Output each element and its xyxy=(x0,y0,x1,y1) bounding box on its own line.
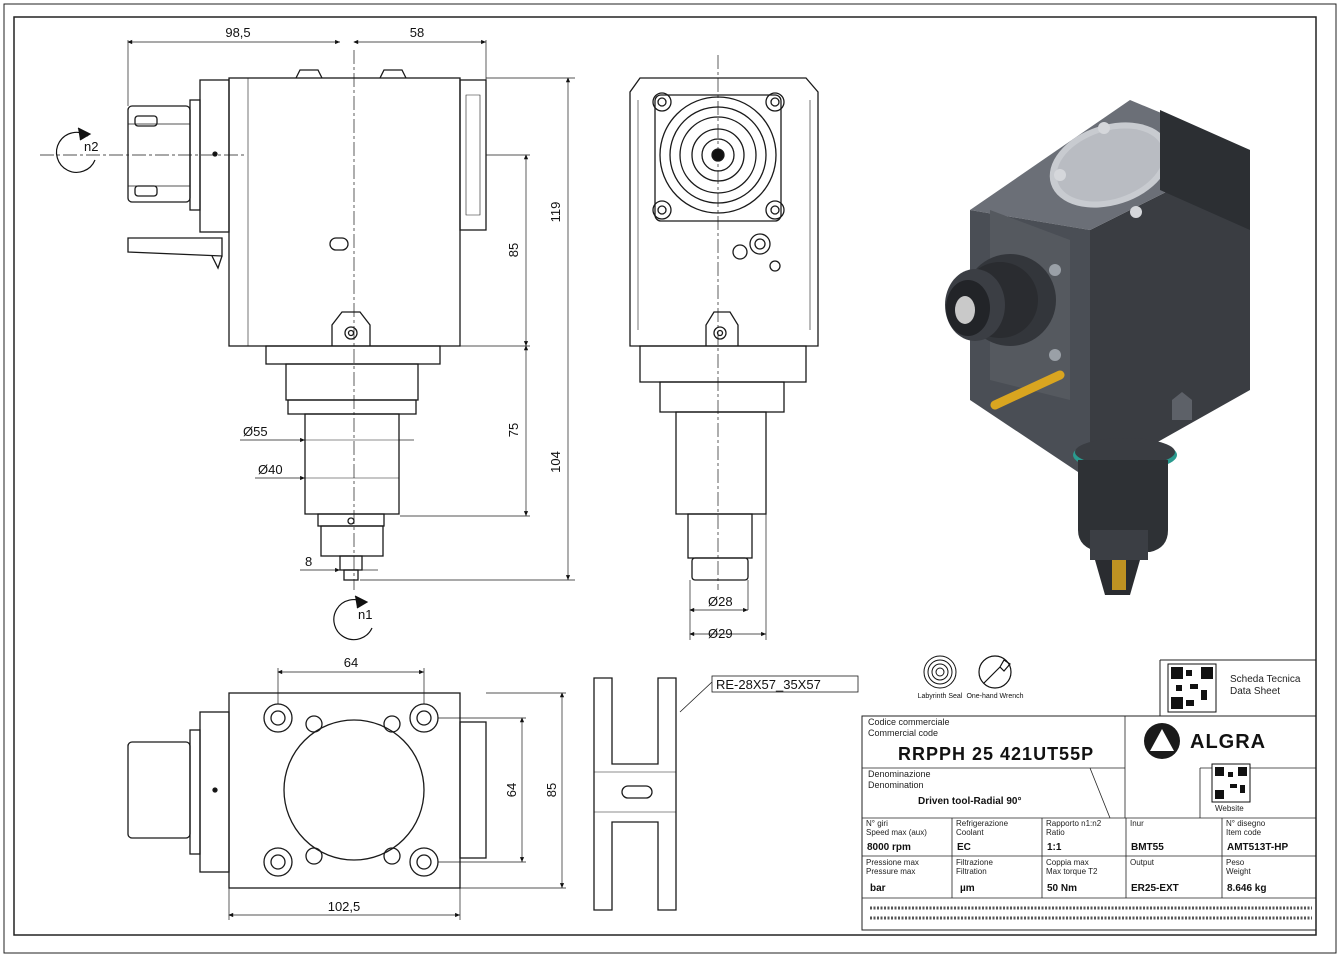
cell-drawing-l2: Item code xyxy=(1226,828,1262,837)
rotation-n2 xyxy=(55,127,96,173)
qr-code-datasheet xyxy=(1167,663,1217,713)
dim-119: 119 xyxy=(548,202,563,223)
wrench-icon xyxy=(978,655,1012,689)
datasheet-line1: Scheda Tecnica xyxy=(1230,674,1301,685)
denom-label-en: Denomination xyxy=(868,780,924,790)
cell-weight-value: 8.646 kg xyxy=(1227,883,1267,894)
dim-64-vertical: 64 xyxy=(504,783,519,797)
bottom-view-dimensions xyxy=(228,668,566,920)
cell-torque-l1: Coppia max xyxy=(1046,858,1089,867)
fine-print-strip xyxy=(870,906,1312,920)
code-label-en: Commercial code xyxy=(868,728,939,738)
cell-torque-value: 50 Nm xyxy=(1047,883,1078,894)
dim-64-horizontal: 64 xyxy=(344,655,358,670)
cell-speed-l1: N° giri xyxy=(866,819,888,828)
labyrinth-seal-label: Labyrinth Seal xyxy=(918,693,963,700)
algra-logo xyxy=(1144,723,1180,759)
cell-ratio-value: 1:1 xyxy=(1047,842,1062,853)
cell-filtration-l1: Filtrazione xyxy=(956,858,993,867)
dim-85-bottom: 85 xyxy=(544,783,559,797)
cell-filtration-value: µm xyxy=(960,883,975,894)
inner-frame xyxy=(13,16,1317,936)
cell-input-value: BMT55 xyxy=(1131,842,1164,853)
outer-frame xyxy=(3,3,1337,954)
rotation-n1 xyxy=(333,595,373,641)
dim-dia-40: Ø40 xyxy=(258,462,283,477)
dim-104: 104 xyxy=(548,451,563,473)
coupling-profile xyxy=(593,675,859,911)
dim-8: 8 xyxy=(305,554,312,569)
cell-weight-l2: Weight xyxy=(1226,867,1251,876)
cell-ratio-l1: Rapporto n1:n2 xyxy=(1046,819,1102,828)
cell-filtration-l2: Filtration xyxy=(956,867,987,876)
cell-coolant-l1: Refrigerazione xyxy=(956,819,1009,828)
denom-label-it: Denominazione xyxy=(868,769,931,779)
cell-output-value: ER25-EXT xyxy=(1131,883,1179,894)
front-view-dimensions xyxy=(689,514,767,640)
dim-dia-55: Ø55 xyxy=(243,424,268,439)
datasheet-line2: Data Sheet xyxy=(1230,686,1281,697)
side-view-dimensions xyxy=(127,39,575,581)
cell-drawing-value: AMT513T-HP xyxy=(1227,842,1289,853)
front-view xyxy=(629,55,819,590)
bottom-view xyxy=(127,692,487,889)
cell-weight-l1: Peso xyxy=(1226,858,1245,867)
cell-speed-l2: Speed max (aux) xyxy=(866,828,927,837)
iso-render xyxy=(945,100,1250,595)
denomination: Driven tool-Radial 90° xyxy=(918,796,1022,807)
coupling-label: RE-28X57_35X57 xyxy=(716,677,821,692)
wrench-label: One-hand Wrench xyxy=(966,693,1023,700)
cell-pressure-value: bar xyxy=(870,883,886,894)
title-block-grid xyxy=(861,659,1317,931)
side-view xyxy=(40,50,487,590)
cell-output-l1: Output xyxy=(1130,858,1155,867)
website-label: Website xyxy=(1215,804,1244,813)
cell-drawing-l1: N° disegno xyxy=(1226,819,1266,828)
dim-75: 75 xyxy=(506,423,521,437)
cell-coolant-value: EC xyxy=(957,842,971,853)
dim-102-5: 102,5 xyxy=(328,899,361,914)
labyrinth-seal-icon xyxy=(923,655,957,689)
cell-pressure-l1: Pressione max xyxy=(866,858,919,867)
cell-ratio-l2: Ratio xyxy=(1046,828,1065,837)
cell-torque-l2: Max torque T2 xyxy=(1046,867,1098,876)
qr-code-website xyxy=(1211,763,1251,803)
rotation-n2-label: n2 xyxy=(84,139,98,154)
dim-98-5: 98,5 xyxy=(225,25,250,40)
dim-85: 85 xyxy=(506,243,521,257)
brand-name: ALGRA xyxy=(1190,731,1267,753)
commercial-code: RRPPH 25 421UT55P xyxy=(898,744,1095,764)
dim-dia-29: Ø29 xyxy=(708,626,733,641)
cell-input-l1: Inur xyxy=(1130,819,1144,828)
dim-58: 58 xyxy=(410,25,424,40)
side-view-dimension-texts: 98,5 58 119 85 75 104 Ø55 Ø40 8 xyxy=(225,25,563,569)
rotation-n1-label: n1 xyxy=(358,607,372,622)
cell-speed-value: 8000 rpm xyxy=(867,842,911,853)
dim-dia-28: Ø28 xyxy=(708,594,733,609)
code-label-it: Codice commerciale xyxy=(868,717,950,727)
cell-pressure-l2: Pressure max xyxy=(866,867,916,876)
cell-coolant-l2: Coolant xyxy=(956,828,984,837)
